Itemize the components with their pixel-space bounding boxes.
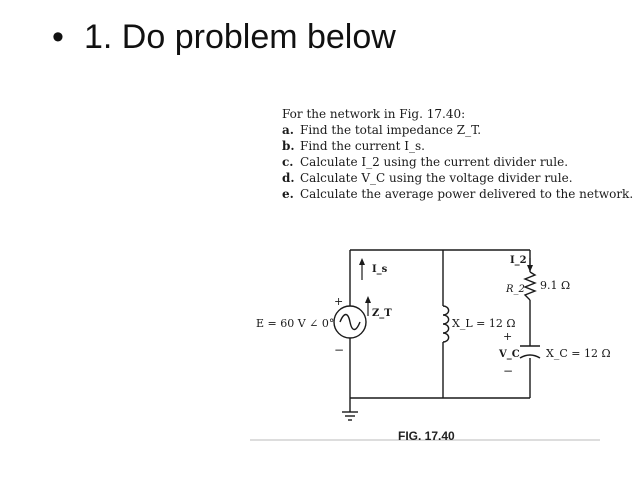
problem-item-d: d. Calculate V_C using the voltage divide… (282, 170, 633, 186)
item-label: e. (282, 187, 294, 201)
impedance-zt-arrow (365, 296, 371, 316)
ground-icon (342, 411, 358, 421)
source-plus: + (334, 295, 343, 308)
vc-label: V_C (498, 349, 520, 360)
impedance-zt-label: Z_T (372, 308, 392, 319)
inductor-icon (442, 305, 450, 343)
problem-item-e: e. Calculate the average power delivered … (282, 186, 633, 202)
current-is-label: I_s (372, 264, 388, 275)
item-text: Find the total impedance Z_T. (300, 123, 482, 137)
source-label: E = 60 V ∠ 0° (256, 317, 334, 330)
item-text: Calculate the average power delivered to… (300, 187, 634, 201)
inductor-label: X_L = 12 Ω (452, 317, 515, 330)
heading-text: 1. Do problem below (84, 18, 396, 56)
capacitor-label: X_C = 12 Ω (546, 347, 611, 360)
vc-minus: − (503, 364, 513, 378)
item-label: c. (282, 155, 294, 169)
current-i2-label: I_2 (510, 255, 527, 266)
item-text: Calculate V_C using the voltage divider … (300, 171, 573, 185)
current-i2-arrow (527, 258, 533, 272)
resistor-name: R_2 (505, 284, 525, 295)
ac-source-icon (333, 305, 367, 339)
problem-item-a: a. Find the total impedance Z_T. (282, 122, 633, 138)
resistor-value: 9.1 Ω (540, 279, 570, 292)
current-is-arrow (359, 258, 365, 280)
figure-caption: FIG. 17.40 (398, 429, 455, 443)
capacitor-icon (519, 345, 541, 359)
item-label: a. (282, 123, 294, 137)
source-minus: − (334, 343, 344, 357)
problem-item-b: b. Find the current I_s. (282, 138, 633, 154)
item-label: b. (282, 139, 295, 153)
item-text: Find the current I_s. (300, 139, 425, 153)
problem-item-c: c. Calculate I_2 using the current divide… (282, 154, 633, 170)
vc-plus: + (503, 330, 512, 343)
item-text: Calculate I_2 using the current divider … (300, 155, 569, 169)
problem-statement: For the network in Fig. 17.40: a. Find th… (282, 106, 633, 202)
problem-intro: For the network in Fig. 17.40: (282, 107, 466, 121)
item-label: d. (282, 171, 295, 185)
resistor-icon (523, 271, 537, 301)
bullet-point: • (52, 18, 64, 56)
